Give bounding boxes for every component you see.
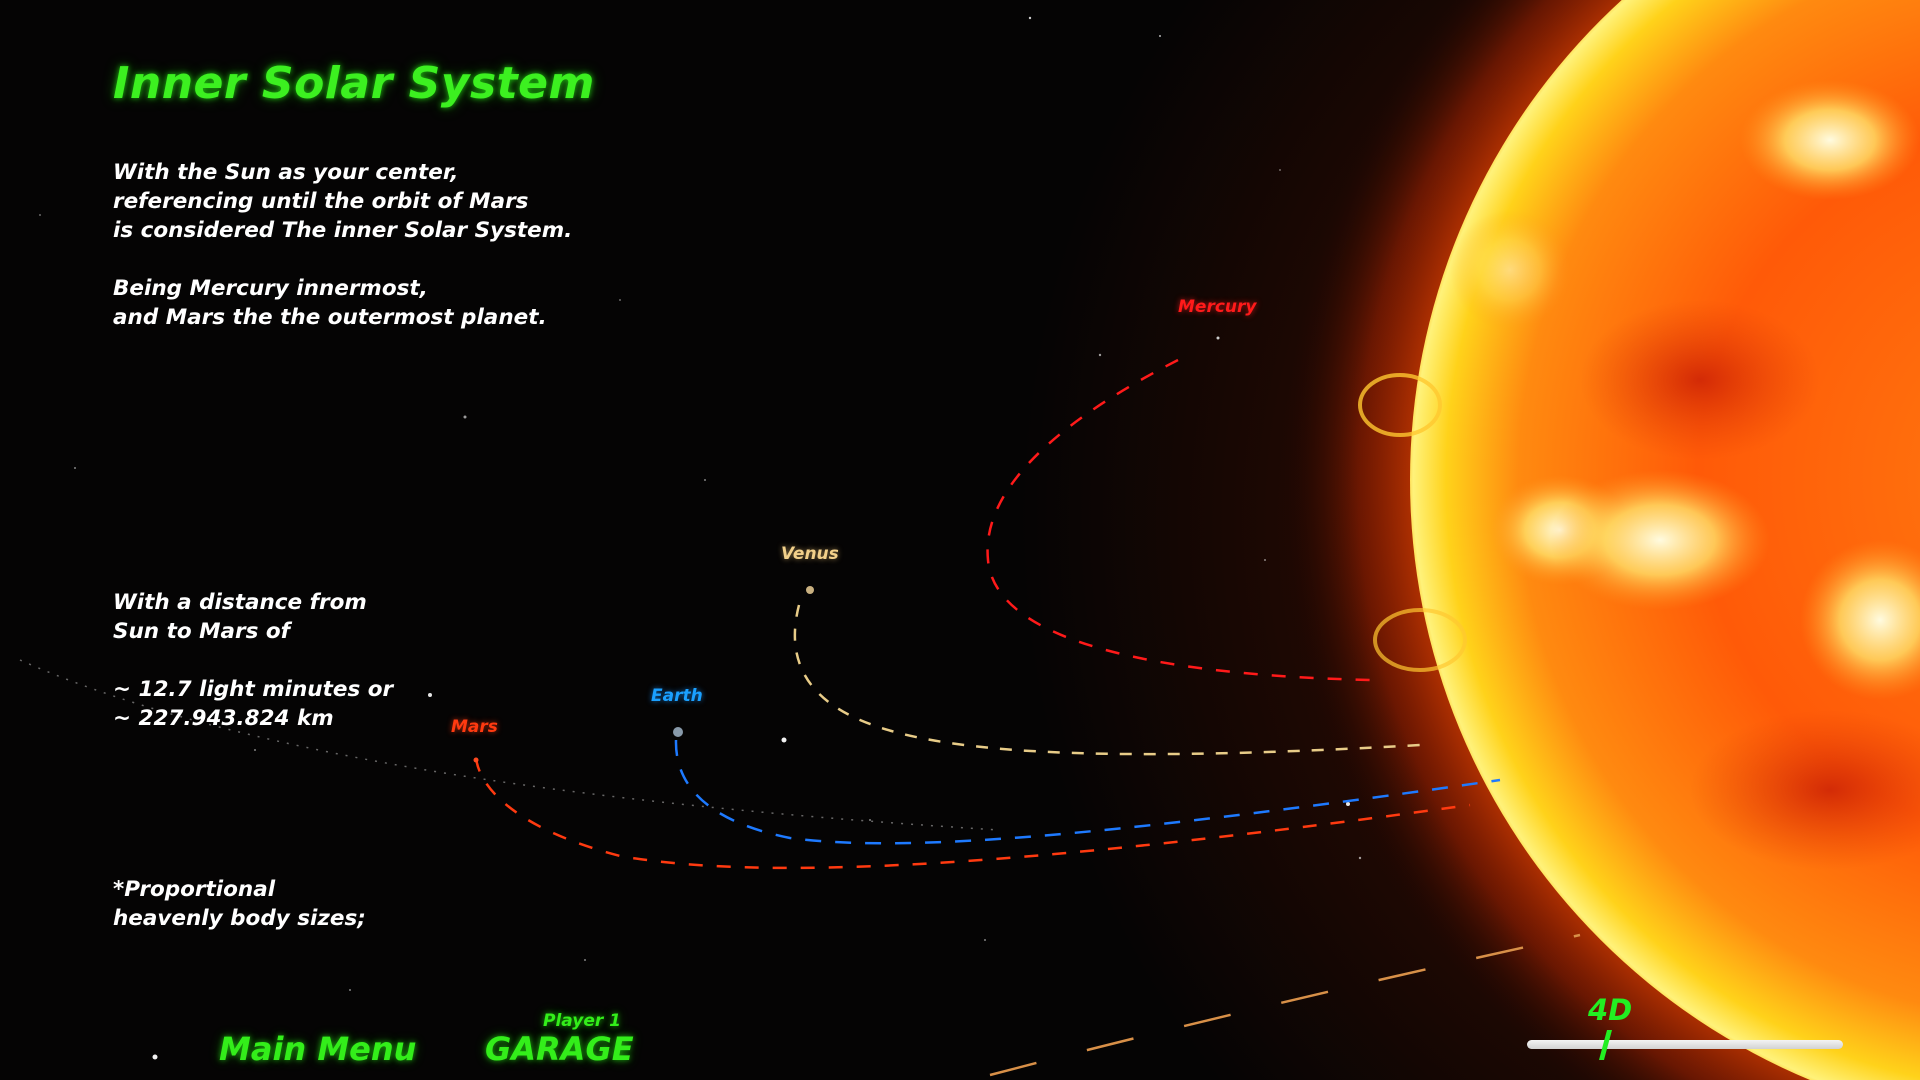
planet-label-mercury[interactable]: Mercury [1178, 297, 1257, 317]
garage-button[interactable]: GARAGE [485, 1030, 634, 1068]
main-menu-button[interactable]: Main Menu [219, 1030, 417, 1068]
planet-label-earth[interactable]: Earth [651, 686, 703, 706]
dimension-slider-label: 4D [1588, 993, 1633, 1027]
outer-orbit [989, 933, 1581, 1077]
planet-label-venus[interactable]: Venus [781, 544, 839, 564]
mars-orbit [474, 757, 1471, 870]
dimension-slider-track[interactable] [1527, 1040, 1843, 1049]
mercury-orbit [986, 358, 1371, 682]
player-label: Player 1 [543, 1011, 621, 1031]
page-title: Inner Solar System [113, 58, 595, 109]
planet-label-mars[interactable]: Mars [451, 717, 498, 737]
proportional-note: *Proportional heavenly body sizes; [113, 877, 366, 931]
stars [39, 16, 1362, 1060]
intro-text: With the Sun as your center, referencing… [113, 160, 573, 330]
planet-bodies [473, 336, 1220, 763]
distance-text: With a distance from Sun to Mars of ~ 12… [113, 590, 394, 731]
earth-orbit [674, 739, 1501, 845]
sun [1280, 0, 1920, 1080]
venus-orbit [793, 604, 1421, 756]
orbits [19, 358, 1581, 1077]
